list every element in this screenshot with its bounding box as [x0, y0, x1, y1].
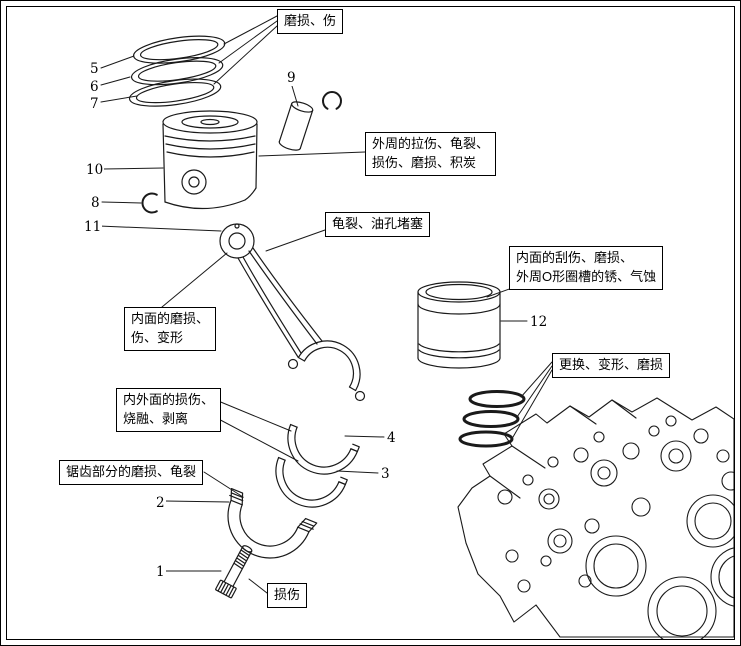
part-number-6: 6 [89, 79, 100, 95]
part-number-12: 12 [529, 314, 549, 330]
label-rod-cap: 锯齿部分的磨损、龟裂 [59, 460, 204, 485]
label-connecting-rod: 龟裂、油孔堵塞 [325, 212, 431, 237]
pin-snap-ring-drawing [322, 91, 342, 110]
label-piston-outer: 外周的拉伤、龟裂、 损伤、磨损、积炭 [365, 132, 497, 176]
label-small-end: 内面的磨损、 伤、变形 [124, 307, 217, 351]
part-number-9: 9 [286, 70, 297, 86]
cylinder-liner-drawing [417, 281, 501, 369]
part-number-8: 8 [90, 195, 101, 211]
snap-ring-drawing [141, 192, 158, 214]
leader-lines [98, 15, 553, 594]
part-number-1: 1 [155, 564, 166, 580]
label-bolt: 损伤 [267, 583, 308, 608]
label-piston-rings: 磨损、伤 [277, 9, 344, 34]
label-cylinder-liner: 内面的刮伤、磨损、 外周O形圈槽的锈、气蚀 [509, 246, 664, 290]
label-bearing-shells: 内外面的损伤、 烧融、剥离 [116, 388, 222, 432]
piston-pin-drawing [278, 101, 314, 151]
rod-bolt-drawing [215, 545, 253, 599]
part-number-5: 5 [89, 61, 100, 77]
bearing-shell-upper-drawing [287, 423, 360, 475]
piston-drawing [162, 110, 258, 210]
piston-rings-drawing [128, 35, 226, 107]
part-number-7: 7 [89, 96, 100, 112]
part-number-4: 4 [386, 430, 397, 446]
part-number-10: 10 [85, 162, 105, 178]
bearing-shell-lower-drawing [275, 456, 348, 508]
part-number-2: 2 [155, 495, 166, 511]
label-o-rings: 更换、变形、磨损 [552, 353, 671, 378]
part-number-3: 3 [380, 466, 391, 482]
connecting-rod-drawing [219, 223, 366, 402]
o-rings-drawing [458, 390, 526, 448]
part-number-11: 11 [83, 219, 103, 235]
engine-block-drawing [457, 397, 734, 639]
rod-cap-drawing [227, 487, 318, 559]
